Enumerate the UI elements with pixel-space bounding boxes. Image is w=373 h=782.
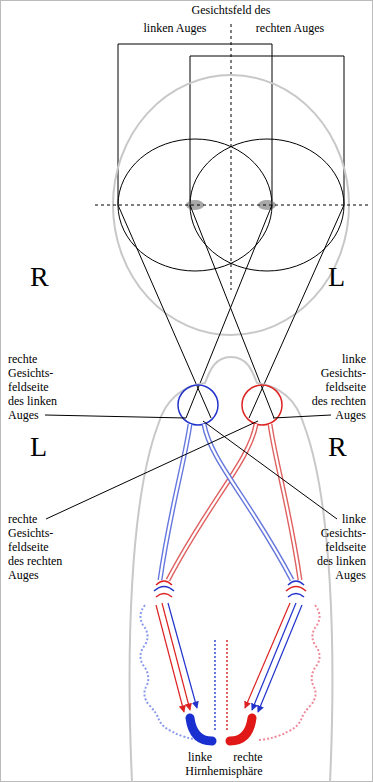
retina-label: linke Gesichts- feldseite des linken Aug… — [310, 512, 366, 582]
retina-label: rechte Gesichts- feldseite des linken Au… — [8, 352, 64, 422]
optic-nerve-core — [204, 424, 292, 580]
horizontal-dashed — [95, 205, 370, 206]
geniculate-layer — [286, 587, 306, 592]
side-letter: R — [30, 262, 49, 292]
side-letter: L — [30, 432, 47, 462]
hemisphere-midline — [214, 640, 216, 730]
hemisphere-label: linke — [188, 750, 212, 764]
geniculate-layer — [288, 581, 304, 585]
side-letter: R — [328, 432, 347, 462]
field-bracket-right-eye — [190, 56, 344, 205]
optic-nerve — [270, 424, 300, 580]
left-eyeball — [178, 385, 218, 425]
leader-line — [203, 421, 337, 519]
optic-radiation — [259, 605, 320, 740]
field-label: rechten Auges — [256, 21, 324, 35]
midline-dashed — [231, 24, 232, 290]
projection-arrow — [156, 605, 184, 712]
visual-cortex-right — [230, 718, 252, 741]
projection-arrow — [245, 603, 290, 708]
visual-field-right-eye — [190, 139, 344, 271]
projection-arrow — [162, 603, 190, 710]
optic-nerves — [160, 424, 300, 580]
geniculate-layer — [156, 581, 172, 585]
optic-nerve-core — [160, 424, 190, 580]
projection-arrow — [258, 605, 302, 712]
visual-cortex-left — [190, 718, 212, 741]
light-ray — [118, 205, 211, 418]
geniculate-layer — [154, 587, 174, 592]
hemisphere-midline — [226, 640, 228, 730]
optic-nerve — [160, 424, 190, 580]
face-eye — [258, 200, 276, 210]
geniculate-body-left — [154, 581, 174, 597]
geniculate-layer — [156, 594, 172, 598]
right-eyeball — [242, 385, 282, 425]
retina-label: rechte Gesichts- feldseite des rechten A… — [8, 512, 64, 582]
light-ray — [186, 205, 272, 418]
leader-line — [45, 415, 186, 418]
head-outline — [130, 357, 333, 782]
field-heading: Gesichtsfeld des — [192, 3, 271, 17]
side-letter: L — [328, 262, 345, 292]
field-label: linken Auges — [144, 21, 207, 35]
leader-line — [273, 415, 331, 418]
projection-arrow — [168, 603, 197, 708]
face-eye — [186, 200, 204, 210]
hemisphere-label: rechte — [233, 750, 262, 764]
geniculate-body-right — [286, 581, 306, 597]
projection-arrow — [252, 603, 296, 710]
optic-nerve-core — [270, 424, 300, 580]
optic-nerve — [204, 424, 292, 580]
hemisphere-label: Hirnhemisphäre — [185, 764, 262, 778]
visual-field-left-eye — [118, 139, 272, 271]
leader-line — [46, 421, 258, 519]
geniculate-layer — [288, 594, 304, 598]
retina-label: linke Gesichts- feldseite des rechten Au… — [310, 352, 366, 422]
